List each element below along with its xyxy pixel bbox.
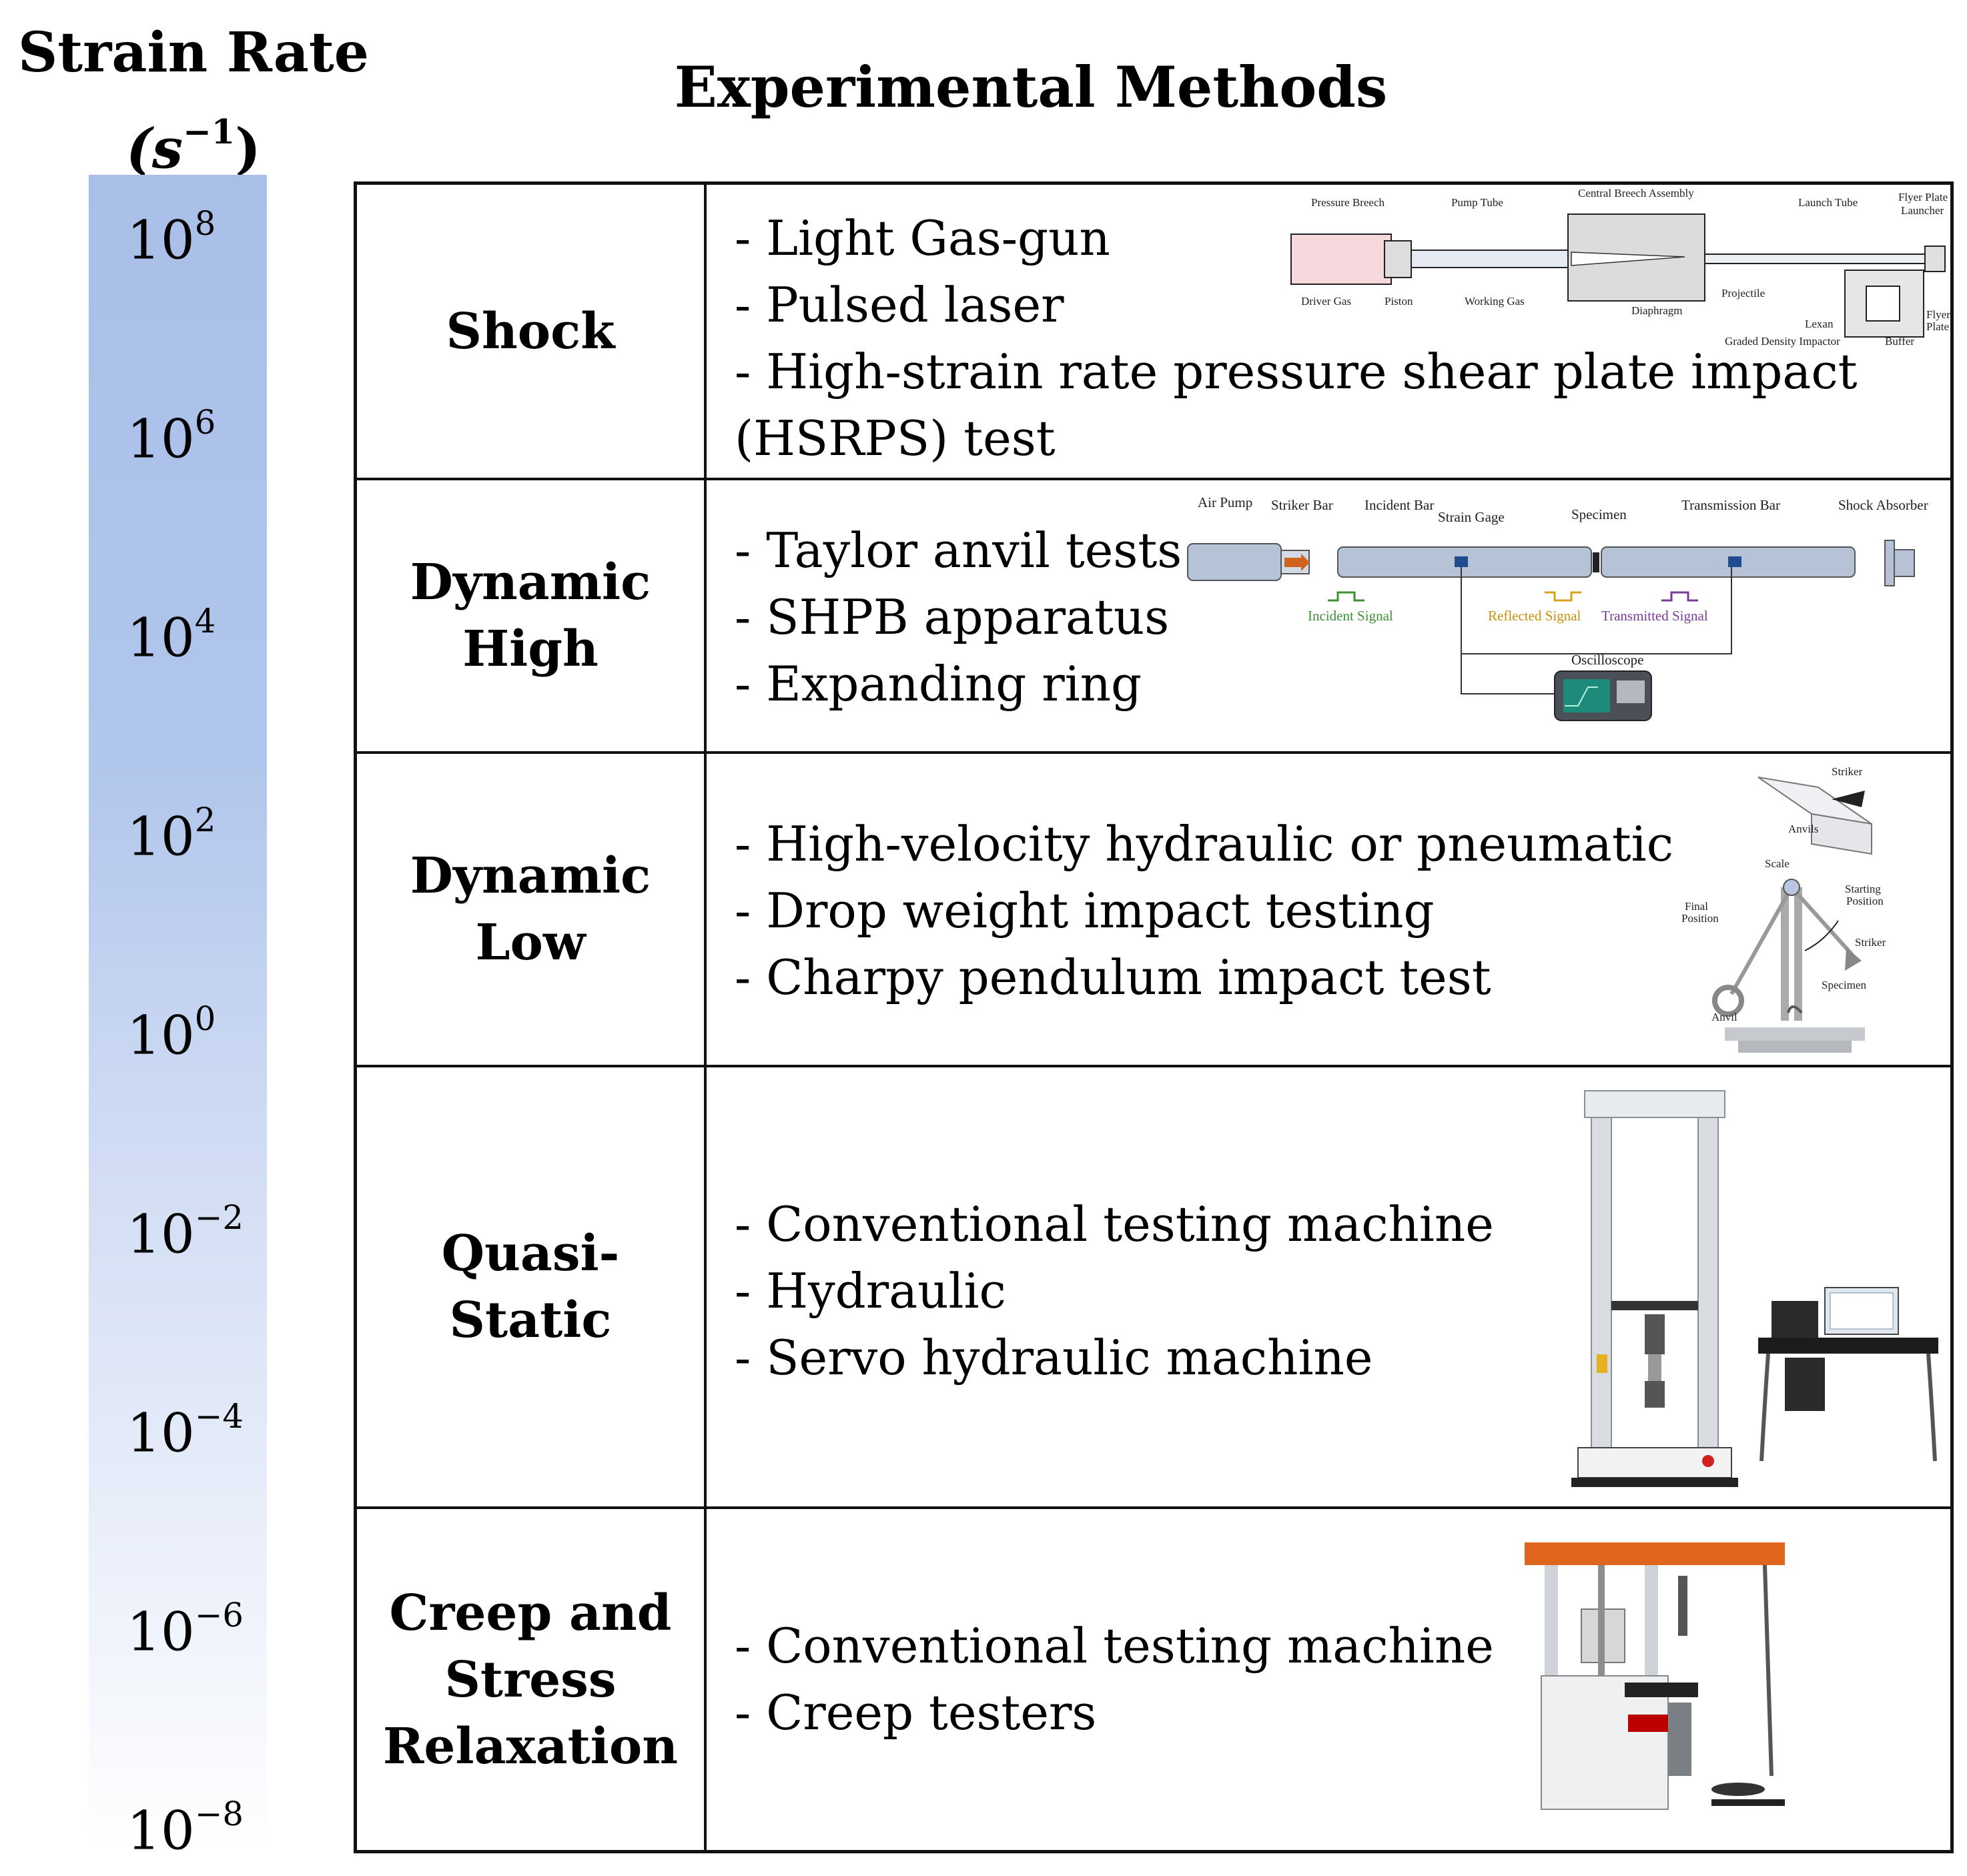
strain-rate-gradient-bar — [89, 175, 267, 1856]
list-item: - SHPB apparatus — [735, 589, 1170, 645]
axis-unit: (s−1) — [126, 111, 261, 181]
list-item: - Drop weight impact testing — [735, 883, 1435, 939]
label-graded-density: Graded Density Impactor — [1725, 335, 1840, 348]
list-item: - Conventional testing machine — [735, 1618, 1494, 1674]
creep-tester-illustration — [1525, 1542, 1785, 1810]
category-cell: Shock — [357, 185, 707, 478]
tick-label: 10−6 — [127, 1596, 244, 1663]
label-working-gas: Working Gas — [1465, 295, 1525, 308]
methods-list: - Taylor anvil tests - SHPB apparatus - … — [735, 517, 1182, 717]
tick-label: 102 — [127, 801, 216, 868]
tick-label: 106 — [127, 403, 216, 470]
label-incident-signal: Incident Signal — [1308, 608, 1393, 624]
axis-title: Strain Rate (s−1) — [7, 13, 380, 189]
label-anvils: Anvils — [1788, 823, 1818, 835]
label-scale: Scale — [1765, 857, 1790, 870]
universal-testing-machine-illustration — [1571, 1090, 1938, 1487]
label-projectile: Projectile — [1721, 287, 1765, 300]
axis-title-text: Strain Rate — [18, 21, 369, 85]
tick-label: 10−4 — [127, 1397, 244, 1464]
methods-table: Shock - Light Gas-gun - Pulsed laser - H… — [354, 181, 1954, 1853]
table-row-shock: Shock - Light Gas-gun - Pulsed laser - H… — [357, 185, 1950, 480]
label-specimen: Specimen — [1822, 979, 1867, 991]
label-central-breech: Central Breech Assembly — [1578, 187, 1694, 199]
category-cell: Quasi-Static — [357, 1067, 707, 1506]
list-item: - Creep testers — [735, 1685, 1097, 1741]
label-shock-absorber: Shock Absorber — [1838, 497, 1928, 513]
label-oscilloscope: Oscilloscope — [1571, 652, 1643, 668]
table-row-quasi-static: Quasi-Static - Conventional testing mach… — [357, 1067, 1950, 1509]
label-final: Final — [1685, 900, 1708, 913]
list-item: - Charpy pendulum impact test — [735, 949, 1491, 1005]
methods-list: - Conventional testing machine - Creep t… — [735, 1612, 1494, 1746]
label-lexan: Lexan — [1805, 318, 1834, 330]
label-striker-top: Striker — [1832, 765, 1863, 778]
label-position: Position — [1846, 895, 1884, 907]
list-item: (HSRPS) test — [735, 410, 1056, 466]
label-transmitted-signal: Transmitted Signal — [1601, 608, 1708, 624]
label-transmission-bar: Transmission Bar — [1681, 497, 1780, 513]
label-final-position: Position — [1681, 912, 1719, 925]
label-starting: Starting — [1845, 883, 1881, 895]
label-plate: Plate — [1926, 320, 1949, 333]
list-item: - Light Gas-gun — [735, 210, 1110, 266]
label-flyer-launcher-2: Launcher — [1901, 204, 1944, 217]
charpy-pendulum-diagram: Striker Anvils Scale Starting Position F… — [1681, 765, 1886, 1053]
light-gas-gun-diagram: Pressure Breech Pump Tube Central Breech… — [1290, 187, 1950, 348]
label-pressure-breech: Pressure Breech — [1311, 196, 1385, 209]
label-driver-gas: Driver Gas — [1301, 295, 1351, 308]
list-item: - High-strain rate pressure shear plate … — [735, 344, 1858, 400]
label-strain-gage: Strain Gage — [1438, 509, 1505, 525]
category-label: Quasi-Static — [441, 1225, 620, 1349]
shpb-apparatus-diagram: Air Pump Striker Bar Incident Bar Strain… — [1187, 494, 1928, 721]
tick-label: 10−8 — [127, 1795, 244, 1862]
label-flyer-launcher: Flyer Plate — [1898, 191, 1948, 203]
tick-label: 10−2 — [127, 1198, 244, 1266]
methods-list: - Light Gas-gun - Pulsed laser - High-st… — [735, 205, 1858, 472]
label-piston: Piston — [1385, 295, 1413, 308]
tick-label: 100 — [127, 999, 216, 1067]
label-launch-tube: Launch Tube — [1798, 196, 1858, 209]
label-flyer: Flyer — [1926, 308, 1950, 321]
list-item: - Hydraulic — [735, 1263, 1006, 1319]
list-item: - Pulsed laser — [735, 277, 1064, 333]
label-air-pump: Air Pump — [1198, 494, 1252, 510]
list-item: - Taylor anvil tests — [735, 522, 1182, 578]
list-item: - Expanding ring — [735, 656, 1142, 712]
label-diaphragm: Diaphragm — [1631, 304, 1682, 317]
label-pump-tube: Pump Tube — [1451, 196, 1503, 209]
label-striker-bar: Striker Bar — [1271, 497, 1333, 513]
methods-title: Experimental Methods — [674, 54, 1388, 120]
label-striker: Striker — [1855, 936, 1886, 949]
tick-label: 104 — [127, 602, 216, 669]
methods-list: - Conventional testing machine - Hydraul… — [735, 1191, 1494, 1391]
label-anvil: Anvil — [1711, 1011, 1737, 1023]
category-label: Shock — [446, 302, 615, 360]
list-item: - Conventional testing machine — [735, 1196, 1494, 1252]
methods-list: - High-velocity hydraulic or pneumatic -… — [735, 811, 1673, 1011]
label-incident-bar: Incident Bar — [1364, 497, 1434, 513]
label-buffer: Buffer — [1885, 335, 1914, 348]
label-reflected-signal: Reflected Signal — [1488, 608, 1581, 624]
list-item: - High-velocity hydraulic or pneumatic — [735, 816, 1674, 872]
list-item: - Servo hydraulic machine — [735, 1330, 1373, 1386]
tick-label: 108 — [127, 204, 216, 272]
label-specimen: Specimen — [1571, 506, 1627, 522]
